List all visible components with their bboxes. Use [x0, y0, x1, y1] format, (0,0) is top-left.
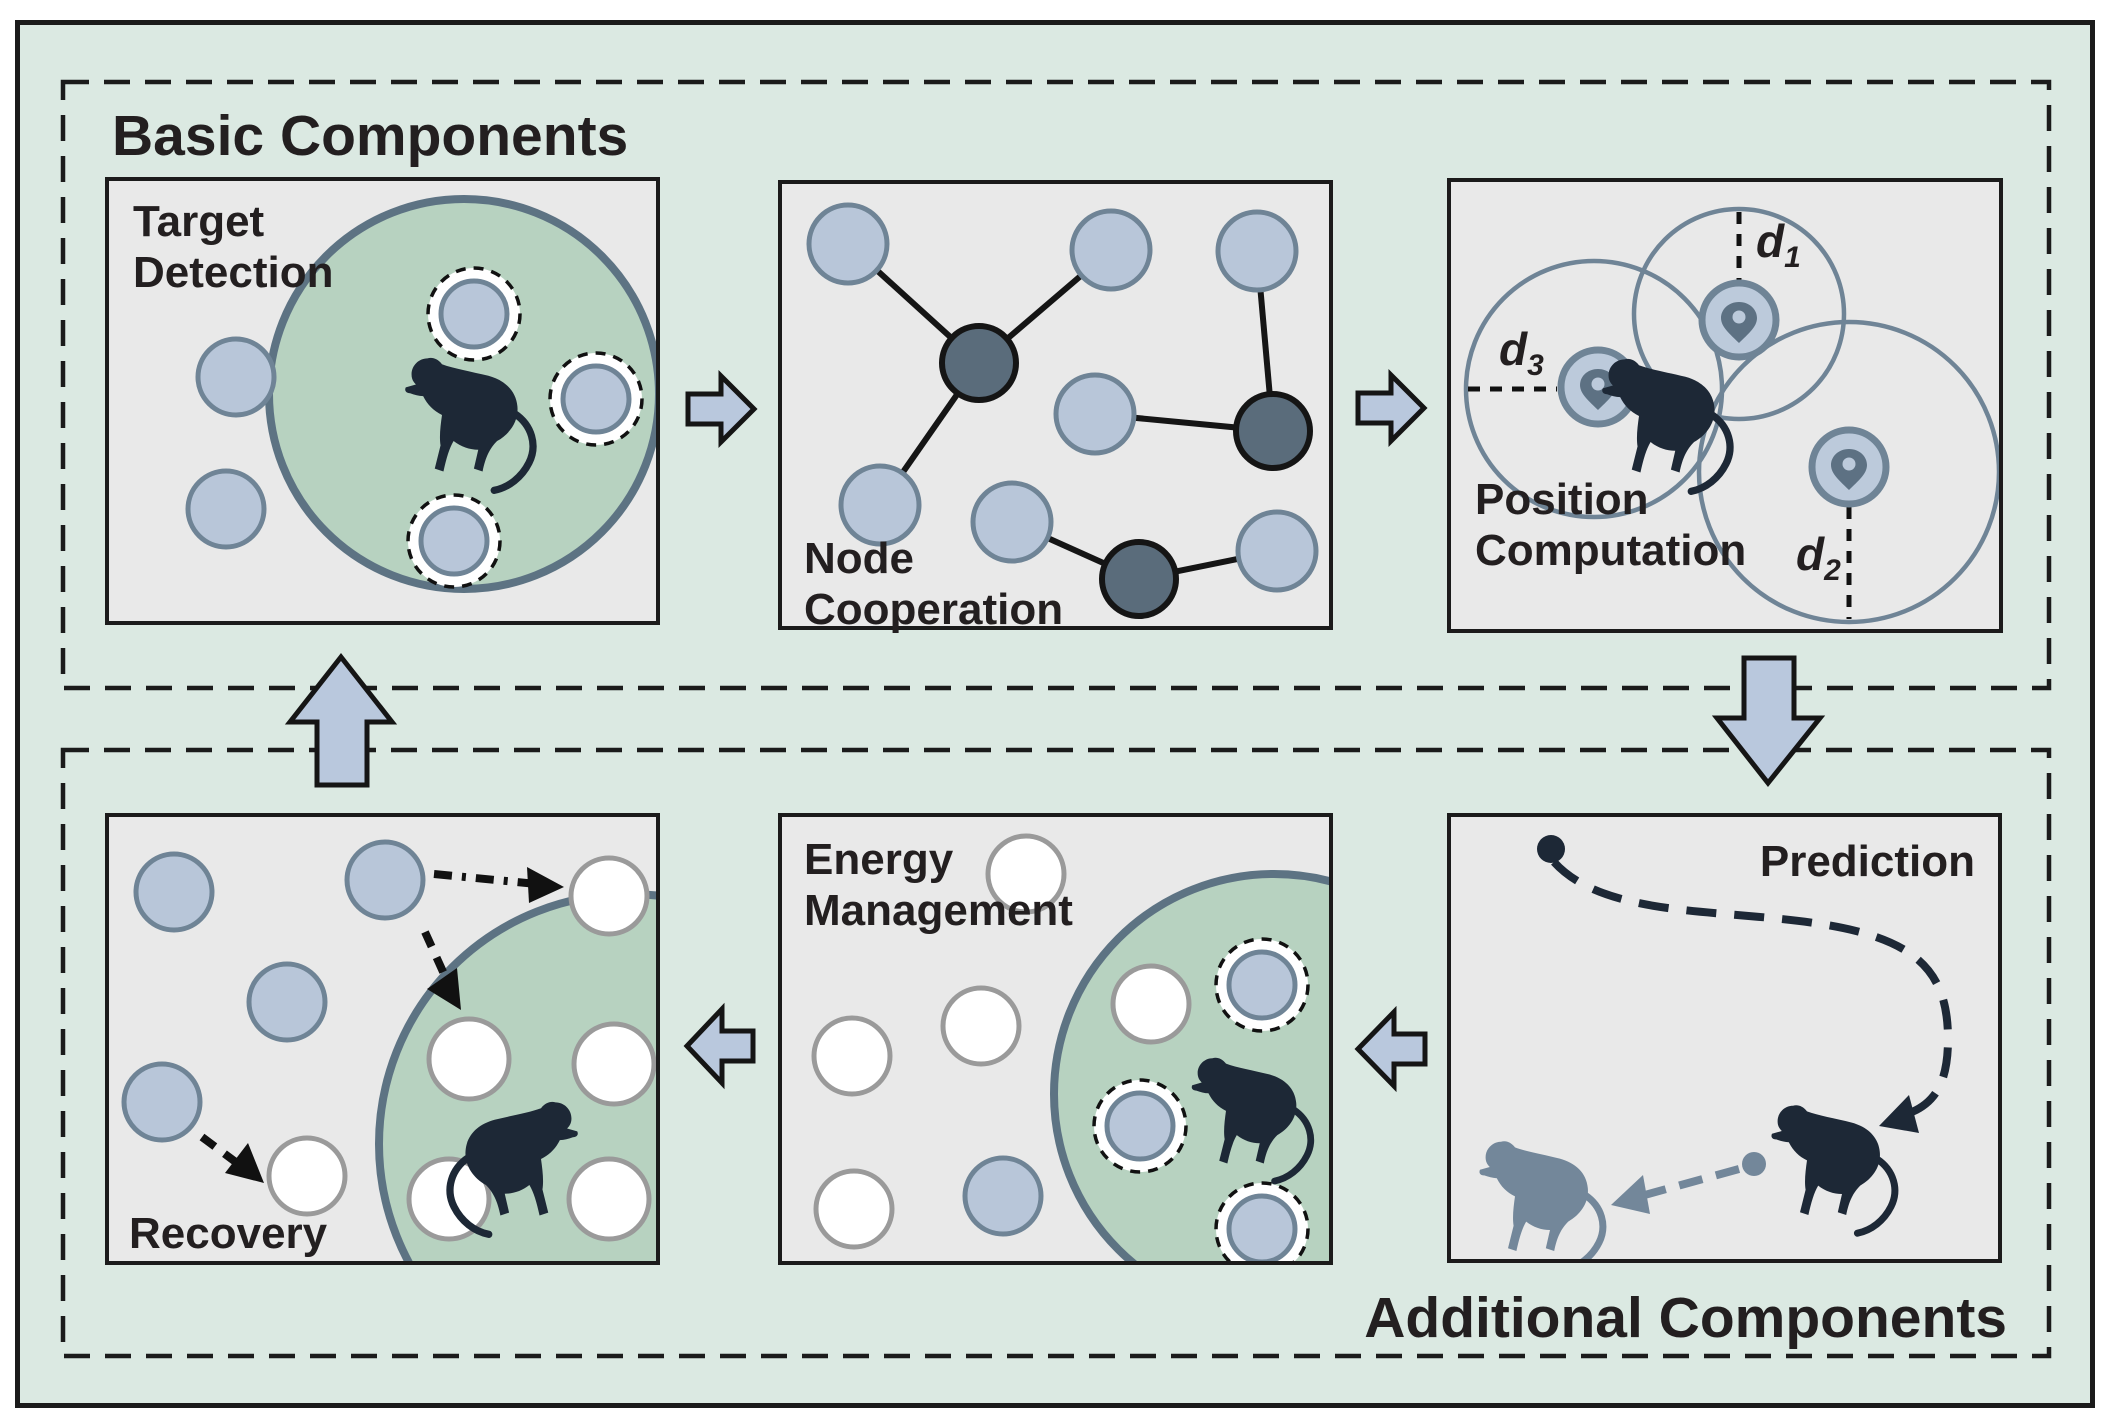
active-node-icon: [426, 266, 522, 362]
arrowhead-icon: [527, 867, 564, 903]
sensor-node-icon: [121, 1061, 203, 1143]
panel-position-computation: d1 d2 d3 Position Computation: [1447, 178, 2003, 633]
additional-components-title: Additional Components: [1364, 1286, 2007, 1350]
basic-components-title: Basic Components: [112, 104, 629, 168]
sensor-node-icon: [185, 468, 267, 550]
arrowhead-icon: [1879, 1095, 1919, 1133]
sensor-node-icon: [344, 839, 426, 921]
sleeping-node-icon: [571, 1021, 656, 1107]
predicted-path: [1639, 1165, 1741, 1200]
distance-label-d2: d2: [1796, 528, 1841, 588]
monkey-icon: [1771, 1105, 1899, 1237]
cluster-head-node-icon: [1099, 539, 1179, 619]
location-pin-node: [1698, 279, 1780, 361]
cluster-head-node-icon: [939, 323, 1019, 403]
panel-title: Energy Management: [804, 835, 1073, 935]
sensor-node-icon: [133, 851, 215, 933]
sensor-node-icon: [195, 336, 277, 418]
panel-title: Target Detection: [133, 197, 334, 297]
active-node-icon: [1214, 937, 1310, 1033]
trajectory-path: [1551, 859, 1953, 1120]
predicted-dot: [1742, 1152, 1766, 1176]
active-node-icon: [548, 351, 644, 447]
distance-label-d1: d1: [1756, 215, 1801, 275]
sensor-node-icon: [962, 1155, 1044, 1237]
sleeping-node-icon: [940, 985, 1022, 1067]
sleeping-node-icon: [266, 1135, 348, 1217]
sleeping-node-icon: [1110, 963, 1192, 1045]
sensor-node-icon: [1069, 208, 1153, 292]
monkey-icon: [1602, 358, 1734, 495]
sensor-node-icon: [246, 961, 328, 1043]
sensor-node-icon: [838, 463, 922, 547]
sleeping-node-icon: [813, 1168, 895, 1250]
cluster-head-node-icon: [1233, 391, 1313, 471]
panel-node-cooperation: Node Cooperation: [778, 180, 1333, 634]
sleeping-node-icon: [566, 1156, 652, 1242]
location-pin-node: [1808, 426, 1890, 508]
panel-title: Prediction: [1759, 837, 1975, 886]
active-node-icon: [1092, 1078, 1188, 1174]
sensor-node-icon: [1215, 209, 1299, 293]
sensor-node-icon: [1053, 372, 1137, 456]
monkey-ghost-icon: [1479, 1141, 1607, 1259]
recovery-graphic: [121, 839, 656, 1261]
panel-title: Node Cooperation: [804, 534, 1064, 634]
panel-recovery: Recovery: [105, 813, 660, 1265]
sleeping-node-icon: [811, 1015, 893, 1097]
sleeping-node-icon: [426, 1016, 512, 1102]
sleeping-node-icon: [568, 855, 650, 937]
arrowhead-icon: [1611, 1175, 1650, 1214]
panel-title: Position Computation: [1475, 475, 1747, 575]
sensor-node-icon: [806, 202, 890, 286]
panel-prediction: Prediction: [1447, 813, 2002, 1263]
sensor-node-icon: [1235, 509, 1319, 593]
active-node-icon: [406, 493, 502, 589]
panel-energy-management: Energy Management: [778, 813, 1333, 1265]
panel-title: Recovery: [129, 1209, 328, 1258]
panel-target-detection: Target Detection: [105, 177, 660, 625]
distance-label-d3: d3: [1499, 323, 1544, 383]
